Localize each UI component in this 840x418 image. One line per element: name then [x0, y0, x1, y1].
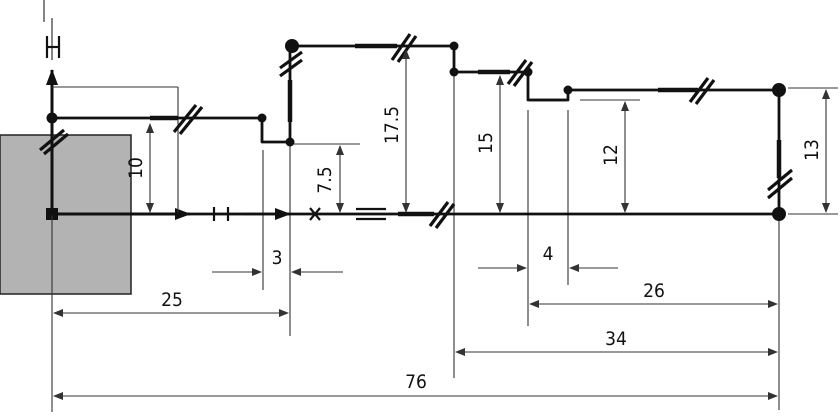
dimension-34: 34	[455, 328, 778, 356]
extension-lines	[51, 74, 838, 412]
dimension-76-label: 76	[405, 371, 427, 393]
dimension-13: 13	[801, 89, 830, 213]
sketch-points	[46, 39, 786, 221]
vertical-constraint-icon	[45, 36, 61, 58]
dimension-3-label: 3	[272, 247, 283, 269]
dimension-34-label: 34	[605, 328, 627, 350]
dimension-15-label: 15	[475, 132, 497, 154]
dimension-7-5: 7.5	[314, 145, 344, 213]
sketch-profile	[50, 43, 782, 217]
dimension-25: 25	[53, 289, 289, 317]
dimension-76: 76	[53, 371, 778, 400]
dimension-17-5: 17.5	[381, 49, 410, 213]
midpoint-x-marker	[309, 207, 321, 221]
dimension-15: 15	[475, 75, 504, 213]
dimension-10-label: 10	[125, 157, 147, 179]
dimension-4-label: 4	[543, 243, 554, 265]
horizontal-constraint-icon	[212, 207, 244, 221]
dimension-3: 3	[212, 247, 343, 276]
dimension-10: 10	[125, 123, 154, 213]
equal-constraint-icon	[356, 207, 386, 221]
dimension-12-label: 12	[600, 144, 622, 166]
dimension-7-5-label: 7.5	[314, 166, 336, 193]
dimension-26-label: 26	[643, 280, 665, 302]
dimension-12: 12	[600, 101, 629, 213]
dimension-4: 4	[478, 243, 618, 272]
dimension-17-5-label: 17.5	[381, 106, 403, 144]
parallel-constraint-markers	[38, 33, 794, 229]
dimension-26: 26	[529, 280, 778, 308]
dimension-25-label: 25	[161, 289, 183, 311]
dimension-13-label: 13	[801, 139, 823, 161]
